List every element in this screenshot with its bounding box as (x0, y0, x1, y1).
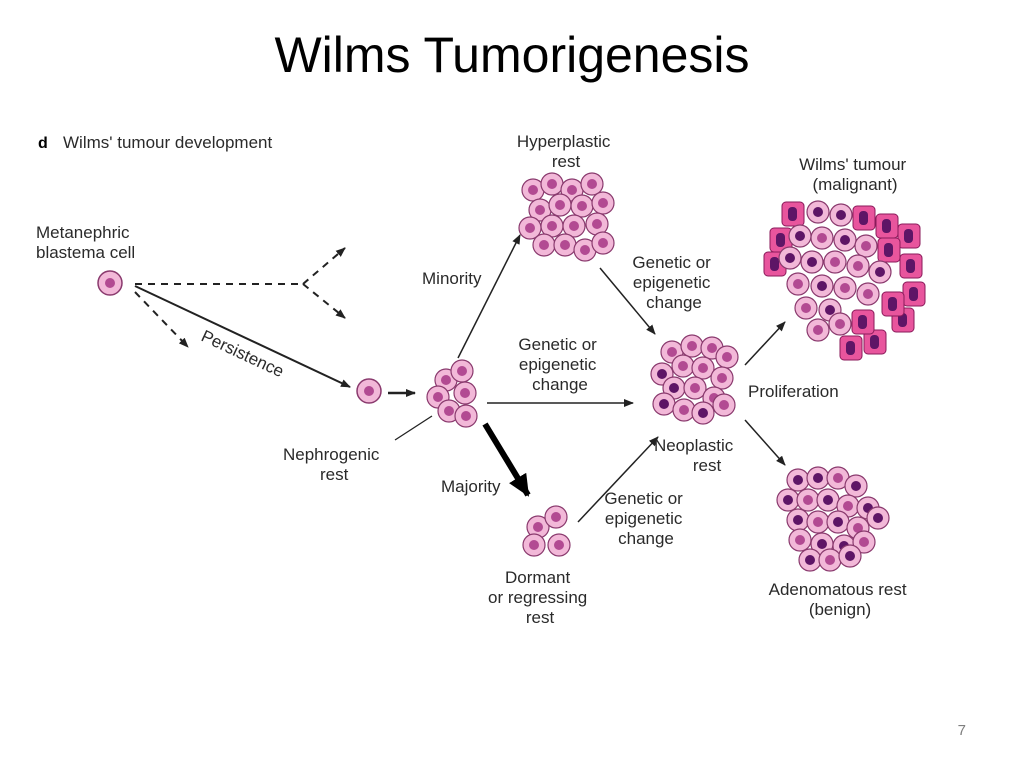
genetic-bottom-line1: Genetic or (604, 489, 683, 508)
dormant-rest-cluster (522, 505, 571, 557)
genetic-top-line2: epigenetic (633, 273, 711, 292)
adenomatous-label-line2: (benign) (809, 600, 871, 619)
bottom-genetic-arrow (577, 436, 659, 523)
nephrogenic-label-line1: Nephrogenic (283, 445, 380, 464)
genetic-top-line3: change (646, 293, 702, 312)
nephrogenic-pointer (394, 415, 433, 441)
top-genetic-arrow (599, 267, 656, 335)
genetic-bottom-line2: epigenetic (605, 509, 683, 528)
panel-title: Wilms' tumour development (63, 133, 272, 152)
dormant-label: Dormant or regressing rest (488, 568, 592, 627)
minority-arrow (457, 234, 521, 359)
genetic-middle-line2: epigenetic (519, 355, 597, 374)
adenomatous-label-line1: Adenomatous rest (769, 580, 907, 599)
dormant-label-line3: rest (526, 608, 555, 627)
hyperplastic-rest-cluster (518, 172, 615, 262)
minority-label: Minority (422, 269, 482, 288)
page-number: 7 (957, 722, 966, 739)
panel-letter: d (38, 135, 48, 152)
persistence-arrow (134, 285, 351, 388)
hyperplastic-label-line1: Hyperplastic (517, 132, 611, 151)
neoplastic-label-line2: rest (693, 456, 722, 475)
hyperplastic-label-line2: rest (552, 152, 581, 171)
wilms-tumour-label: Wilms' tumour (malignant) (799, 155, 911, 194)
genetic-change-middle-label: Genetic or epigenetic change (518, 335, 601, 394)
nephrogenic-label-line2: rest (320, 465, 349, 484)
genetic-bottom-line3: change (618, 529, 674, 548)
majority-label: Majority (441, 477, 501, 496)
metanephric-label-line2: blastema cell (36, 243, 135, 262)
nephrogenic-rest-cluster (426, 359, 478, 428)
genetic-middle-line3: change (532, 375, 588, 394)
wilms-label-line2: (malignant) (812, 175, 897, 194)
neoplastic-label: Neoplastic rest (654, 436, 738, 475)
metanephric-label: Metanephric blastema cell (36, 223, 135, 262)
wilms-tumour-cluster (763, 200, 926, 361)
genetic-top-line1: Genetic or (632, 253, 711, 272)
dashed-branches (134, 247, 346, 348)
slide-title: Wilms Tumorigenesis (274, 27, 750, 83)
persistence-label: Persistence (198, 326, 287, 381)
neoplastic-label-line1: Neoplastic (654, 436, 734, 455)
metanephric-cell (97, 270, 123, 296)
dormant-label-line1: Dormant (505, 568, 570, 587)
genetic-middle-line1: Genetic or (518, 335, 597, 354)
malignant-arrow (744, 321, 786, 366)
dormant-label-line2: or regressing (488, 588, 587, 607)
wilms-label-line1: Wilms' tumour (799, 155, 906, 174)
adenomatous-label: Adenomatous rest (benign) (769, 580, 912, 619)
hyperplastic-label: Hyperplastic rest (517, 132, 615, 171)
genetic-change-top-label: Genetic or epigenetic change (632, 253, 715, 312)
persisting-cell (356, 378, 382, 404)
adenomatous-rest-cluster (776, 466, 890, 572)
proliferation-label: Proliferation (748, 382, 839, 401)
benign-arrow (744, 419, 786, 466)
metanephric-label-line1: Metanephric (36, 223, 130, 242)
majority-arrow (482, 422, 531, 497)
neoplastic-rest-cluster (650, 334, 739, 425)
nephrogenic-label: Nephrogenic rest (283, 445, 384, 484)
genetic-change-bottom-label: Genetic or epigenetic change (604, 489, 687, 548)
